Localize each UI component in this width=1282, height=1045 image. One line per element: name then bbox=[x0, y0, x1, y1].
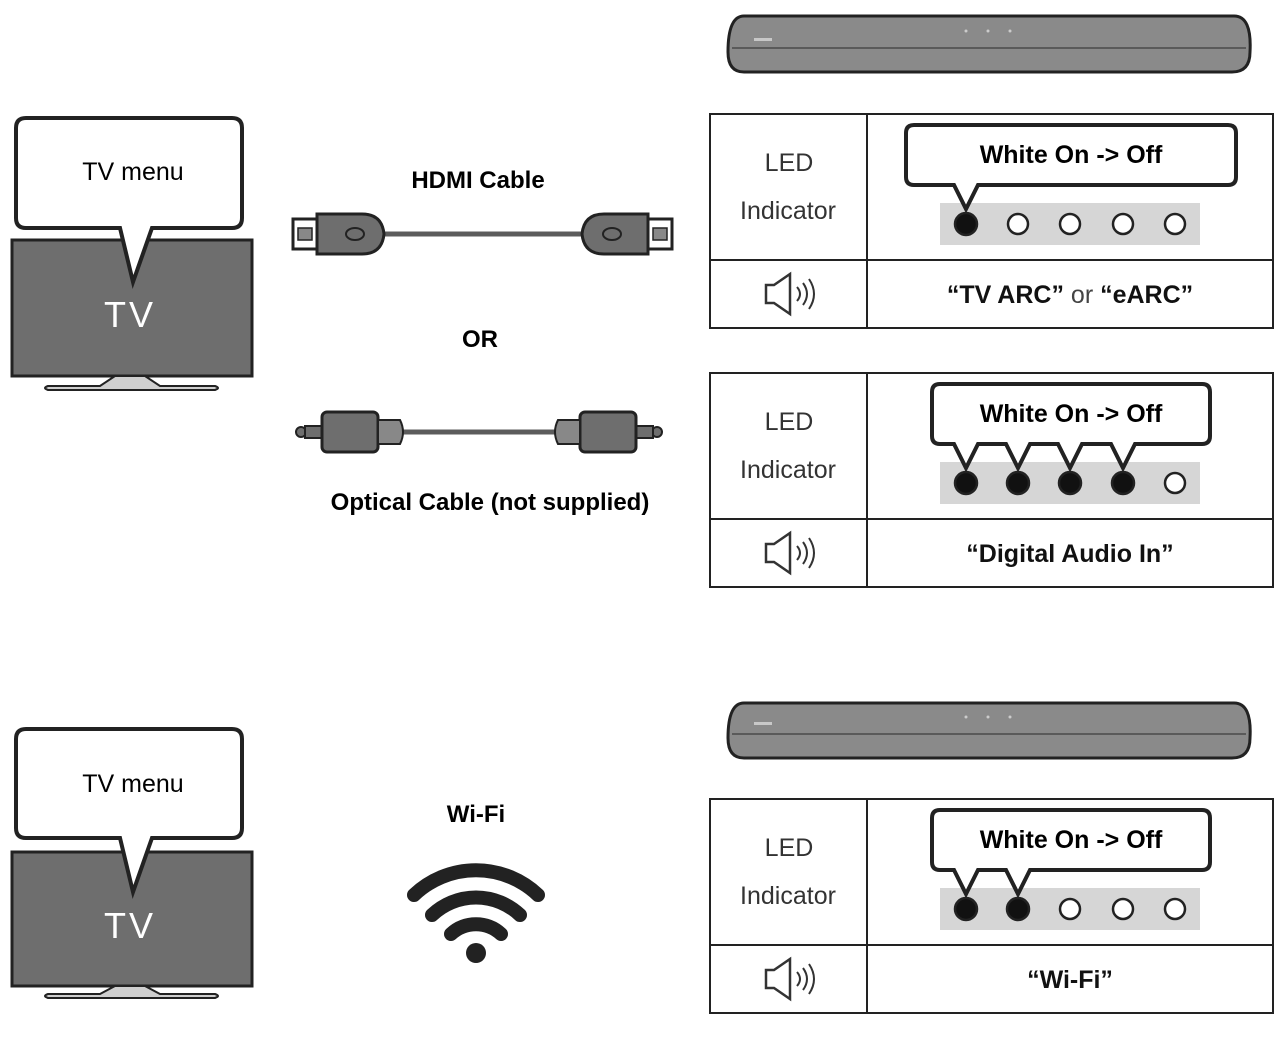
wifi-label: Wi-Fi bbox=[447, 801, 505, 828]
led-dot-on bbox=[953, 211, 979, 237]
speaker-icon bbox=[764, 530, 815, 576]
callout-bubble bbox=[930, 382, 1212, 473]
tv-screen-label: TV bbox=[104, 905, 156, 946]
led-label: Indicator bbox=[740, 456, 836, 484]
led-label: LED bbox=[765, 408, 814, 436]
led-dot-off bbox=[1111, 212, 1135, 236]
led-label: LED bbox=[765, 834, 814, 862]
callout-text: White On -> Off bbox=[980, 400, 1163, 428]
mode-text-part: “eARC” bbox=[1100, 281, 1193, 309]
hdmi-cable-label: HDMI Cable bbox=[411, 167, 544, 194]
callout-text: White On -> Off bbox=[980, 141, 1163, 169]
tv-menu-label: TV menu bbox=[82, 770, 183, 798]
tv-stand bbox=[44, 375, 219, 391]
optical-cable-label: Optical Cable (not supplied) bbox=[331, 489, 650, 516]
led-dot-on bbox=[1005, 470, 1031, 496]
optical-cable-icon bbox=[295, 410, 663, 454]
mode-text-part: “TV ARC” bbox=[947, 281, 1064, 309]
led-dot-on bbox=[1110, 470, 1136, 496]
led-dot-on bbox=[1005, 896, 1031, 922]
led-dot-on bbox=[953, 470, 979, 496]
led-dot-off bbox=[1058, 897, 1082, 921]
led-label: Indicator bbox=[740, 882, 836, 910]
tv-screen-label: TV bbox=[104, 294, 156, 335]
led-panel: LED Indicator White On -> Off “TV ARC” or “… bbox=[709, 113, 1274, 329]
speaker-icon bbox=[764, 956, 815, 1002]
tv-stand bbox=[44, 985, 219, 999]
led-dot-on bbox=[1057, 470, 1083, 496]
mode-text: “Digital Audio In” bbox=[966, 540, 1173, 568]
tv-menu-label: TV menu bbox=[82, 158, 183, 186]
mode-text-part: or bbox=[1064, 281, 1100, 309]
tv-menu-bubble bbox=[14, 727, 244, 900]
callout-text: White On -> Off bbox=[980, 826, 1163, 854]
led-label: Indicator bbox=[740, 197, 836, 225]
led-dot-off bbox=[1163, 897, 1187, 921]
wifi-icon bbox=[407, 863, 545, 963]
led-panel: LED Indicator White On -> Off “Digital Audi… bbox=[709, 372, 1274, 588]
led-dot-off bbox=[1006, 212, 1030, 236]
callout-bubble bbox=[904, 123, 1238, 214]
led-dot-off bbox=[1163, 212, 1187, 236]
mode-text: “Wi-Fi” bbox=[1027, 966, 1113, 994]
led-panel: LED Indicator White On -> Off “Wi-Fi” bbox=[709, 798, 1274, 1014]
soundbar-bottom bbox=[726, 701, 1252, 760]
or-label: OR bbox=[462, 326, 498, 353]
mode-text-part: “Digital Audio In” bbox=[966, 540, 1173, 568]
led-dot-on bbox=[953, 896, 979, 922]
tv-top: TV menu TV bbox=[10, 116, 254, 391]
tv-menu-bubble bbox=[14, 116, 244, 290]
callout-bubble bbox=[930, 808, 1212, 899]
soundbar-top bbox=[726, 14, 1252, 74]
led-dot-off bbox=[1058, 212, 1082, 236]
hdmi-cable-icon bbox=[291, 212, 674, 256]
led-dot-off bbox=[1163, 471, 1187, 495]
tv-bottom: TV menu TV bbox=[10, 727, 254, 999]
led-label: LED bbox=[765, 149, 814, 177]
speaker-icon bbox=[764, 271, 815, 317]
mode-text: “TV ARC” or “eARC” bbox=[947, 281, 1193, 309]
mode-text-part: “Wi-Fi” bbox=[1027, 966, 1113, 994]
led-dot-off bbox=[1111, 897, 1135, 921]
